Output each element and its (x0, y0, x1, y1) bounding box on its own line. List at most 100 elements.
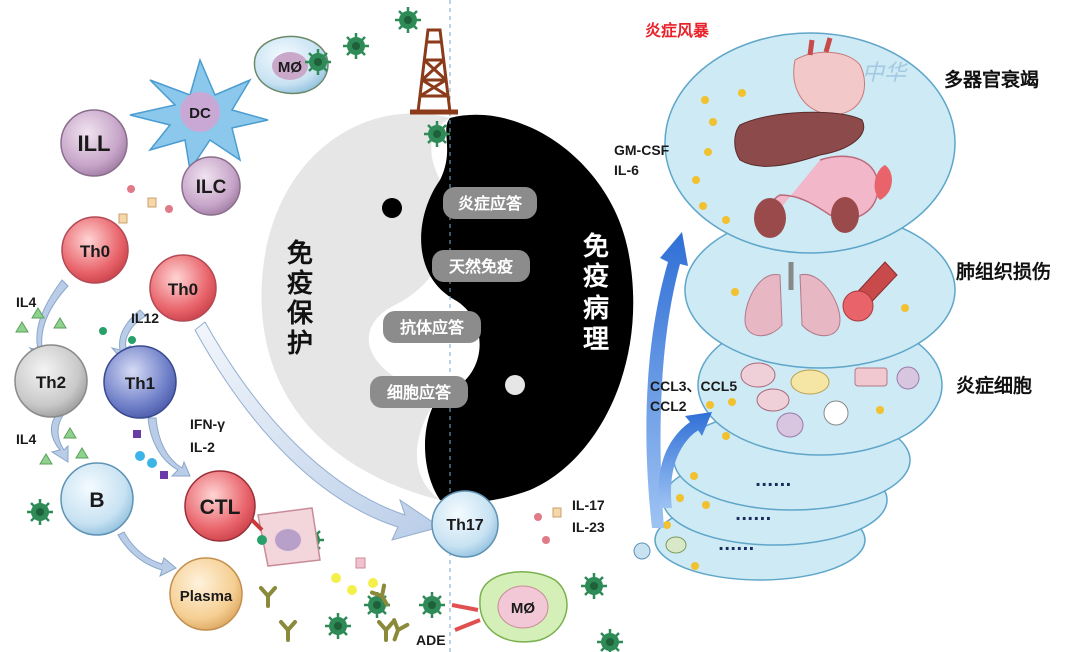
pill-cellular-response-label: 细胞应答 (387, 383, 452, 402)
cell-ilc: ILC (181, 156, 241, 216)
ctl-label: CTL (200, 496, 241, 519)
pill-antibody-response-label: 抗体应答 (400, 318, 465, 337)
lung-injury-label: 肺组织损伤 (956, 260, 1051, 283)
dots-layer-4: ...... (755, 471, 791, 490)
virus-icon (417, 590, 447, 620)
virus-icon (341, 31, 371, 61)
ccl-a-label: CCL3、CCL5 (650, 378, 737, 394)
virus-icon (25, 497, 55, 527)
ade-label: ADE (416, 632, 446, 648)
il4-a-label: IL4 (16, 294, 36, 310)
arrow-b-to-plasma (117, 531, 177, 577)
cytokine-particle (347, 585, 357, 595)
macrophage-top: MØ (253, 35, 333, 95)
cell-ctl: CTL (184, 470, 256, 542)
right-label-char-1: 免 (583, 231, 609, 262)
il23-label: IL-23 (572, 519, 605, 535)
blood-vessel-icon (842, 261, 898, 322)
cytokine-particle (368, 578, 378, 588)
macrophage-bottom: MØ (451, 571, 568, 643)
arrow-up-to-cells (658, 412, 712, 508)
il6-label: IL-6 (614, 162, 639, 178)
virus-icon (393, 5, 423, 35)
differentiation-arrows (28, 279, 191, 577)
il4-particles (15, 307, 89, 465)
gmcsf-label: GM-CSF (614, 142, 670, 158)
inflammatory-particles (663, 89, 909, 570)
ilc-label: ILC (196, 177, 227, 198)
cell-ill: ILL (60, 109, 128, 177)
cell-th0-a: Th0 (61, 216, 129, 284)
arrow-th0-to-th17 (194, 321, 442, 541)
th0-b-label: Th0 (168, 280, 198, 299)
left-label-char-2: 疫 (287, 268, 313, 299)
b-label: B (89, 489, 104, 512)
il4-b-label: IL4 (16, 431, 36, 447)
right-label-char-4: 理 (583, 325, 609, 355)
cytokine-particle (99, 327, 107, 335)
organ-failure-label: 多器官衰竭 (944, 68, 1039, 91)
cytokine-particle (355, 557, 366, 569)
cytokine-particle (135, 451, 145, 461)
cytokine-particle (133, 430, 141, 438)
arrow-th1-to-ctl (147, 417, 191, 477)
yang-eye (505, 375, 525, 395)
cell-th0-b: Th0 (149, 254, 217, 322)
yin-eye (382, 198, 402, 218)
cytokine-particle (331, 573, 341, 583)
pill-cellular-response: 细胞应答 (370, 376, 468, 408)
right-label-char-3: 病 (583, 294, 609, 324)
liver-icon (734, 111, 865, 167)
cytokine-particle (147, 458, 157, 468)
dendritic-cell: DC (129, 57, 269, 172)
cell-plasma: Plasma (169, 557, 243, 631)
th2-label: Th2 (36, 373, 66, 392)
ill-label: ILL (78, 131, 111, 156)
cell-th2: Th2 (14, 344, 88, 418)
right-label-char-2: 疫 (583, 261, 609, 292)
macrophage-top-label: MØ (278, 59, 302, 76)
th1-label: Th1 (125, 374, 155, 393)
dots-layer-6: ...... (718, 535, 754, 554)
virus-icon (323, 611, 353, 641)
title: 炎症风暴 (645, 21, 710, 40)
cytokine-particle (165, 205, 173, 213)
left-label-char-4: 护 (287, 329, 313, 359)
il2-label: IL-2 (190, 439, 215, 455)
left-label-char-3: 保 (286, 299, 314, 329)
dots-layer-5: ...... (735, 505, 771, 524)
arrow-th2-to-b (50, 411, 69, 463)
watermark: 中华 (862, 61, 909, 86)
fc-receptor-icon (451, 603, 481, 632)
macrophage-bottom-label: MØ (511, 600, 535, 617)
cytokine-particle (118, 213, 128, 224)
antibody-icon (377, 620, 395, 642)
antibody-icon (279, 620, 297, 642)
cytokine-particle (127, 185, 135, 193)
antibody-icon (259, 586, 277, 608)
lungs-icon (744, 262, 841, 337)
cytokine-particle (147, 197, 157, 208)
pill-inflammatory-response: 炎症应答 (443, 187, 537, 219)
infected-cell (250, 507, 321, 567)
ifn-label: IFN-γ (190, 416, 225, 432)
plasma-label: Plasma (180, 588, 233, 605)
cytokine-particle (160, 471, 168, 479)
cell-th17: Th17 (431, 490, 499, 558)
ccl-b-label: CCL2 (650, 398, 687, 414)
cell-th1: Th1 (103, 345, 177, 419)
kidney-icon (754, 165, 892, 238)
tower-icon (410, 28, 458, 115)
arrow-up-to-organs (646, 232, 688, 528)
heart-icon (793, 37, 866, 116)
inflammatory-cells-label: 炎症细胞 (956, 374, 1032, 397)
receptor-icon (250, 518, 264, 532)
left-label-char-1: 免 (287, 238, 313, 269)
cytokine-particle (542, 536, 550, 544)
cell-b: B (60, 462, 134, 536)
il12-label: IL12 (131, 310, 159, 326)
inflammatory-cells-icons (740, 362, 920, 438)
th17-label: Th17 (446, 517, 483, 534)
